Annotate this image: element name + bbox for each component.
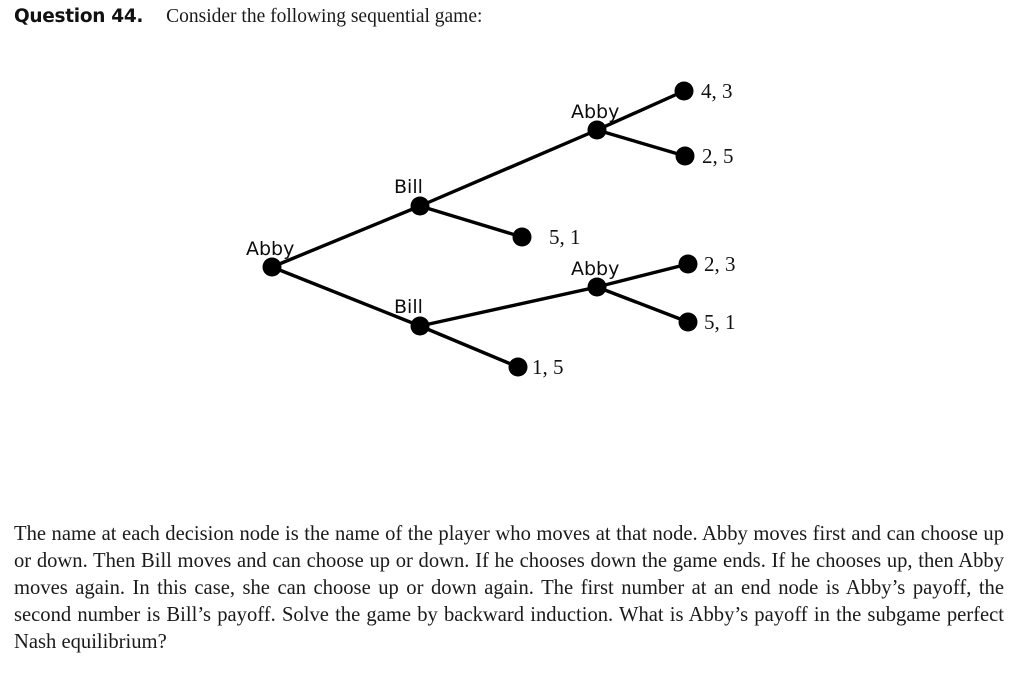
tree-edges-group: [270, 89, 690, 369]
edge-upper-abby-to-terminal-2-5: [595, 128, 687, 158]
edge-lower-abby-to-terminal-2-3: [595, 262, 690, 289]
node-label-lower-bill: Bill: [394, 296, 423, 318]
payoff-label-4-3: 4, 3: [701, 79, 733, 103]
tree-nodes-group: [262, 81, 698, 377]
game-tree-figure: Abby Bill Abby Bill Abby 4, 3 2, 5 5, 1 …: [0, 60, 1024, 410]
edge-lower-bill-to-lower-abby: [418, 285, 599, 328]
terminal-node-1-5: [508, 357, 528, 377]
edge-root-to-lower-bill: [270, 265, 422, 328]
terminal-node-4-3: [674, 81, 694, 101]
decision-node-lower-bill: [410, 316, 430, 336]
payoff-label-1-5: 1, 5: [532, 355, 564, 379]
edge-upper-bill-to-upper-abby: [418, 128, 599, 208]
game-tree-svg: [262, 81, 698, 377]
decision-node-lower-abby: [587, 277, 607, 297]
edge-upper-bill-to-terminal-5-1: [418, 204, 524, 239]
payoff-label-5-1-lower: 5, 1: [704, 310, 736, 334]
node-label-upper-bill: Bill: [394, 176, 423, 198]
node-label-lower-abby: Abby: [571, 258, 620, 280]
question-prompt-text: Consider the following sequential game:: [166, 6, 483, 27]
node-label-root-abby: Abby: [246, 238, 295, 260]
question-header: Question 44. Consider the following seque…: [14, 6, 1010, 28]
edge-lower-abby-to-terminal-5-1: [595, 285, 690, 324]
terminal-node-2-5: [675, 146, 695, 166]
decision-node-upper-bill: [410, 196, 430, 216]
node-label-upper-abby: Abby: [571, 101, 620, 123]
terminal-node-2-3: [678, 254, 698, 274]
decision-node-root-abby: [262, 257, 282, 277]
edge-upper-abby-to-terminal-4-3: [595, 89, 686, 132]
payoff-label-2-5: 2, 5: [702, 144, 734, 168]
edge-lower-bill-to-terminal-1-5: [418, 324, 520, 369]
payoff-label-2-3: 2, 3: [704, 252, 736, 276]
terminal-node-5-1-lower: [678, 312, 698, 332]
payoff-label-5-1-upper: 5, 1: [549, 225, 581, 249]
question-number-label: Question 44.: [14, 6, 144, 27]
decision-node-upper-abby: [587, 120, 607, 140]
question-body-paragraph: The name at each decision node is the na…: [14, 522, 1004, 654]
edge-root-to-upper-bill: [270, 204, 422, 269]
terminal-node-5-1-upper: [512, 227, 532, 247]
